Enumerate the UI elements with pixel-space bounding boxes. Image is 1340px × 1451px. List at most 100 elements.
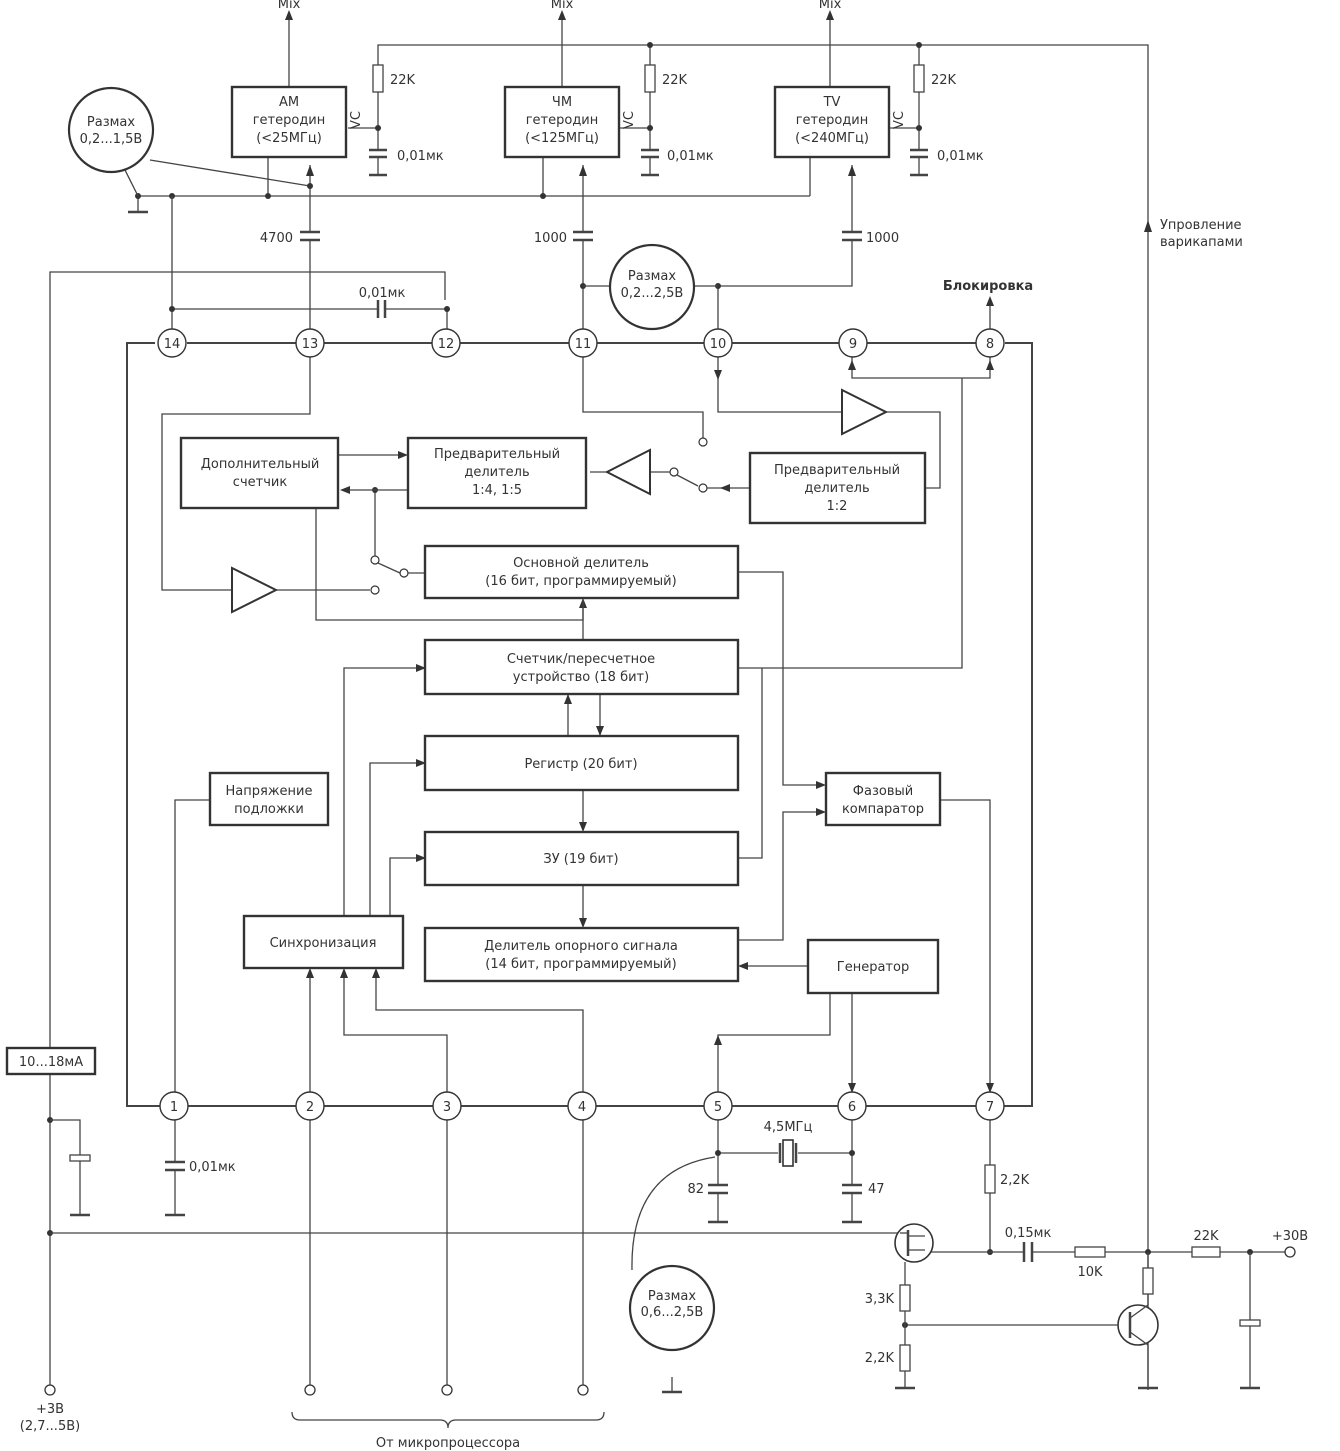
current-block: 10...18мА (5, 1046, 97, 1076)
pin-8: 8 (975, 328, 1005, 358)
pin-6-label: 6 (848, 1100, 856, 1115)
sync-block: Синхронизация (242, 914, 405, 970)
r22k-output: 22K (1193, 1229, 1219, 1244)
microprocessor-label: От микропроцессора (376, 1436, 520, 1451)
am-type: гетеродин (253, 113, 326, 128)
main-divider-line1: Основной делитель (513, 556, 649, 571)
pin-5: 5 (703, 1091, 733, 1121)
pin-3: 3 (432, 1091, 462, 1121)
counter-line2: устройство (18 бит) (513, 670, 649, 685)
bubble-2: Размах 0,2...2,5В (608, 243, 696, 331)
memory-line1: ЗУ (19 бит) (543, 852, 618, 867)
pin-1: 1 (159, 1091, 189, 1121)
r10k: 10K (1077, 1265, 1103, 1280)
substrate-line1: Напряжение (226, 784, 313, 799)
pin-14: 14 (157, 328, 187, 358)
pin-11: 11 (568, 328, 598, 358)
ref-divider-line2: (14 бит, программируемый) (485, 957, 676, 972)
pin-13-label: 13 (302, 337, 319, 352)
c001-pins-14-12: 0,01мк (359, 286, 406, 301)
r2-2k-pin7: 2,2K (1000, 1173, 1030, 1188)
varicap-label-1: Упровление (1160, 218, 1242, 233)
bubble-1: Размах 0,2...1,5В (67, 86, 155, 174)
tv-type: гетеродин (796, 113, 869, 128)
pin-4: 4 (567, 1091, 597, 1121)
amplifiers (231, 388, 889, 614)
mix-output-tv: Mix (819, 0, 842, 12)
register-line1: Регистр (20 бит) (524, 757, 637, 772)
phase-comp-line2: компаратор (842, 802, 924, 817)
bubble-3-line2: 0,6...2,5В (641, 1305, 704, 1320)
tv-range: (<240МГц) (795, 131, 869, 146)
varicap-label-2: варикапами (1160, 235, 1243, 250)
r3-3k: 3,3K (865, 1292, 895, 1307)
phase-comp-line1: Фазовый (853, 784, 913, 799)
prescaler-1-2-block: Предварительный делитель 1:2 (748, 451, 927, 525)
generator-block: Генератор (806, 938, 940, 995)
am-label: AM (279, 95, 299, 110)
prescaler-2-line3: 1:2 (827, 499, 848, 514)
fm-oscillator-block: ЧМ гетеродин (<125МГц) VC (503, 85, 637, 159)
pin-13: 13 (295, 328, 325, 358)
supply-label-1: +3В (36, 1402, 64, 1417)
r22k-fm: 22K (662, 73, 688, 88)
ref-divider-block: Делитель опорного сигнала (14 бит, прогр… (423, 926, 740, 983)
fm-type: гетеродин (526, 113, 599, 128)
fm-vc: VC (622, 111, 637, 129)
c001-am: 0,01мк (397, 149, 444, 164)
ref-divider-line1: Делитель опорного сигнала (484, 939, 678, 954)
memory-block: ЗУ (19 бит) (423, 830, 740, 887)
fm-label: ЧМ (552, 95, 572, 110)
c015: 0,15мк (1005, 1226, 1052, 1241)
r2-2k-bias: 2,2K (865, 1351, 895, 1366)
prescaler-45-line3: 1:4, 1:5 (472, 483, 522, 498)
pin-11-label: 11 (575, 337, 592, 352)
pin-9: 9 (838, 328, 868, 358)
substrate-block: Напряжение подложки (208, 771, 330, 827)
am-oscillator-block: AM гетеродин (<25МГц) VC (230, 85, 364, 159)
pin-14-label: 14 (164, 337, 181, 352)
counter-block: Счетчик/пересчетное устройство (18 бит) (423, 638, 740, 696)
pin-3-label: 3 (443, 1100, 451, 1115)
aux-counter-line2: счетчик (233, 475, 288, 490)
prescaler-45-line1: Предварительный (434, 447, 560, 462)
pin-12: 12 (431, 328, 461, 358)
prescaler-45-line2: делитель (464, 465, 529, 480)
aux-counter-line1: Дополнительный (201, 457, 320, 472)
lock-label: Блокировка (943, 279, 1033, 294)
mix-output-am: Mix (278, 0, 301, 12)
mix-output-fm: Mix (551, 0, 574, 12)
phase-comparator-block: Фазовый компаратор (824, 771, 942, 827)
pin-7-label: 7 (986, 1100, 994, 1115)
c82: 82 (687, 1182, 704, 1197)
register-block: Регистр (20 бит) (423, 734, 740, 792)
pin-10: 10 (703, 328, 733, 358)
pin-4-label: 4 (578, 1100, 586, 1115)
substrate-line2: подложки (234, 802, 304, 817)
c4700: 4700 (260, 231, 293, 246)
bubble-1-line1: Размах (87, 115, 135, 130)
bubble-2-line2: 0,2...2,5В (621, 286, 684, 301)
prescaler-2-line2: делитель (804, 481, 869, 496)
pin-2: 2 (295, 1091, 325, 1121)
prescaler-4-5-block: Предварительный делитель 1:4, 1:5 (406, 436, 588, 510)
c001-tv: 0,01мк (937, 149, 984, 164)
c001-pin1: 0,01мк (189, 1160, 236, 1175)
pin-8-label: 8 (986, 337, 994, 352)
bubble-2-line1: Размах (628, 269, 676, 284)
tv-oscillator-block: TV гетеродин (<240МГц) VC (773, 85, 907, 159)
current-line1: 10...18мА (19, 1055, 83, 1070)
pin-1-label: 1 (170, 1100, 178, 1115)
c001-fm: 0,01мк (667, 149, 714, 164)
pins: 14 13 12 11 10 9 8 1 2 3 4 5 6 7 (157, 328, 1005, 1121)
r22k-tv: 22K (931, 73, 957, 88)
prescaler-2-line1: Предварительный (774, 463, 900, 478)
bubble-3-line1: Размах (648, 1289, 696, 1304)
counter-line1: Счетчик/пересчетное (507, 652, 655, 667)
component-labels: Mix Mix Mix 22K 22K 22K 0,01мк 0,01мк 0,… (20, 0, 1308, 1451)
crystal-label: 4,5МГц (764, 1120, 813, 1135)
c1000-fm: 1000 (534, 231, 567, 246)
pin-5-label: 5 (714, 1100, 722, 1115)
c1000-tv: 1000 (866, 231, 899, 246)
fm-range: (<125МГц) (525, 131, 599, 146)
